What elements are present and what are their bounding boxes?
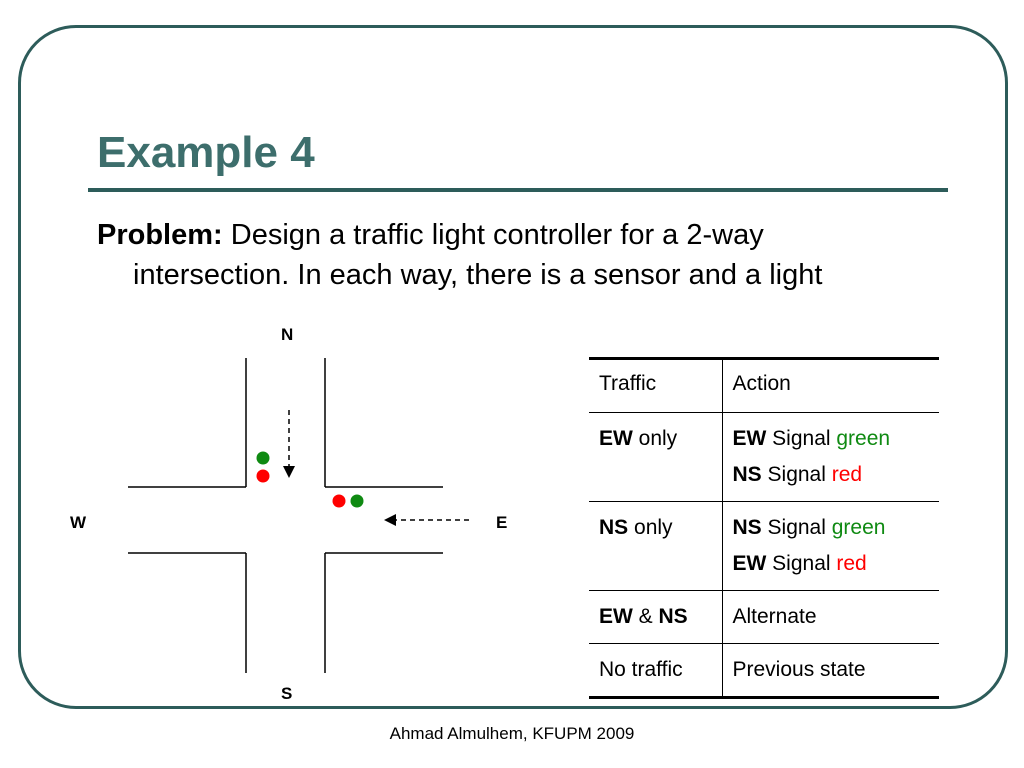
action-line: NS Signal green [732,516,886,539]
header-traffic: Traffic [589,357,723,413]
direction-west: W [70,513,87,532]
action-line: NS Signal red [732,463,863,486]
problem-lead: Problem: [97,219,223,251]
action-cell: EW Signal green NS Signal red [722,412,939,502]
ew-light-green [350,494,364,508]
table-row: EW & NS Alternate [589,590,939,644]
intersection-diagram: N S W E [60,320,530,715]
ns-light-green [256,451,270,465]
action-cell: Previous state [722,643,939,699]
table-row: NS only NS Signal green EW Signal red [589,501,939,591]
intersection-drawing [128,358,469,673]
action-cell: Alternate [722,590,939,644]
slide-title: Example 4 [97,128,315,177]
problem-text-1: Design a traffic light controller for a … [222,219,764,251]
direction-south: S [281,684,293,703]
ns-light-red [256,469,270,483]
table-row: EW only EW Signal green NS Signal red [589,412,939,502]
traffic-cell: EW & NS [589,590,723,644]
table-row: No traffic Previous state [589,643,939,699]
slide-footer: Ahmad Almulhem, KFUPM 2009 [389,724,635,743]
direction-north: N [281,325,294,344]
title-underline [88,188,948,192]
problem-line-1: Problem: Design a traffic light controll… [97,215,977,255]
header-action: Action [722,357,939,413]
table-header-row: Traffic Action [589,357,939,413]
traffic-cell: EW only [589,412,723,502]
direction-east: E [496,513,508,532]
traffic-cell: NS only [589,501,723,591]
action-cell: NS Signal green EW Signal red [722,501,939,591]
traffic-cell: No traffic [589,643,723,699]
problem-statement: Problem: Design a traffic light controll… [97,215,977,295]
ew-light-red [332,494,346,508]
action-line: EW Signal red [732,552,867,575]
action-line: EW Signal green [732,427,891,450]
problem-line-2: intersection. In each way, there is a se… [133,259,823,291]
traffic-action-table: Traffic Action EW only EW Signal green N… [589,357,939,699]
